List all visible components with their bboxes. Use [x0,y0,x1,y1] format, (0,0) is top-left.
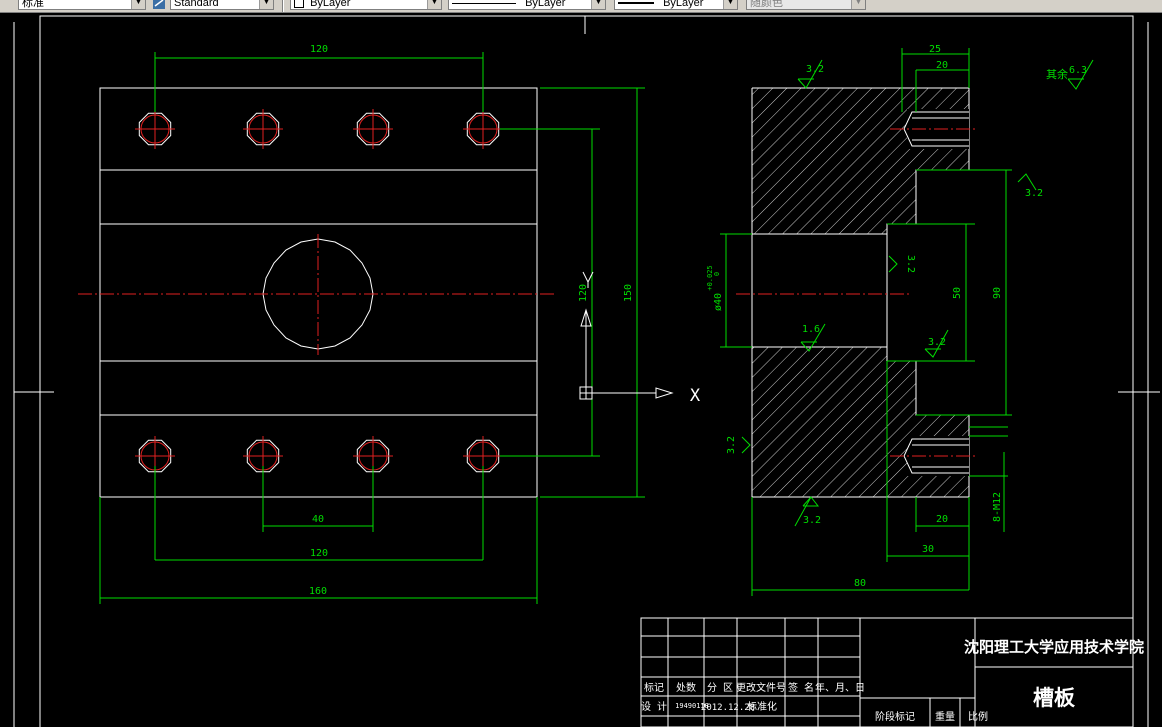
dim-centers-label: 120 [310,548,328,559]
dim-50-label: 50 [952,287,963,299]
dim-90-label: 90 [992,287,1003,299]
chevron-down-icon[interactable]: ▼ [259,0,273,9]
dim-30-label: 30 [922,544,934,555]
chevron-down-icon[interactable]: ▼ [591,0,605,9]
lineweight-sample-icon [618,2,654,5]
ucs-x-axis-label: X [690,386,701,406]
plot-style-combo[interactable]: 随颜色 ▼ [746,0,866,10]
bolt-hole [463,109,503,149]
dim-bore-label: ø40 [713,293,724,311]
dim-20-bottom-label: 20 [936,514,948,525]
dimension-style-icon[interactable] [152,0,166,10]
bolt-hole [135,109,175,149]
dim-thread-label: 8-M12 [992,492,1003,522]
scale-label: 比例 [968,710,988,723]
dimension-style-value: Standard [174,0,219,9]
roughness-rest-label: 其余 [1046,67,1068,81]
chevron-down-icon[interactable]: ▼ [723,0,737,9]
ucs-icon [579,271,674,400]
chevron-down-icon[interactable]: ▼ [851,0,865,9]
row-label: 更改文件号 [736,681,786,694]
roughness-value: 3.2 [806,64,824,75]
design-date: 2012.12.28 [701,703,755,713]
layer-color-value: ByLayer [310,0,351,9]
dim-vertical-holes-label: 120 [578,284,589,302]
chevron-down-icon[interactable]: ▼ [427,0,441,9]
front-view-outline [99,87,538,498]
bolt-hole [353,109,393,149]
stage-mark-label: 阶段标记 [875,710,915,723]
roughness-value: 3.2 [928,337,946,348]
dim-spacing-label: 40 [312,514,324,525]
side-dimension-text: 25 20 20 30 80 50 90 ø40 +0.025 0 8-M12 [706,44,1003,589]
roughness-text: 3.2 3.2 3.2 3.2 1.6 3.2 3.2 其余 6.3 [726,64,1087,526]
standardize-label: 标准化 [747,700,777,713]
lineweight-value: ByLayer [663,0,704,9]
design-label: 设 计 [641,700,667,713]
color-swatch-icon [294,0,304,9]
roughness-value: 3.2 [1025,188,1043,199]
drawing-canvas[interactable]: 120 40 120 160 120 150 X [0,12,1162,727]
roughness-value: 3.2 [726,436,737,454]
side-centerlines [736,128,975,457]
bolt-hole [243,109,283,149]
dim-bore-tol-lower: 0 [713,272,721,276]
title-block [640,617,1134,727]
linetype-combo[interactable]: ByLayer ▼ [448,0,606,10]
front-dimension-text: 120 40 120 160 120 150 [309,44,634,597]
dim-bore-tol-upper: +0.025 [706,265,714,290]
dimension-style-combo[interactable]: Standard ▼ [170,0,274,10]
roughness-value: 3.2 [905,255,916,273]
row-label: 分 区 [707,682,733,694]
toolbar-separator [282,0,284,12]
dim-20-top-label: 20 [936,60,948,71]
side-dimensions [720,48,1012,596]
layer-color-combo[interactable]: ByLayer ▼ [290,0,442,10]
side-view: 25 20 20 30 80 50 90 ø40 +0.025 0 8-M12 … [706,44,1094,596]
row-label: 年、月、日 [815,681,865,694]
plot-style-value: 随颜色 [750,0,783,9]
weight-label: 重量 [935,710,955,723]
properties-toolbar: 标准 ▼ Standard ▼ ByLayer ▼ ByLayer ▼ ByLa… [0,0,1162,13]
linetype-value: ByLayer [525,0,566,9]
dim-25-label: 25 [929,44,941,55]
roughness-rest-value: 6.3 [1069,65,1087,76]
centerlines [78,234,556,355]
bolt-holes [135,109,503,476]
row-label: 标记 [644,682,664,694]
front-dimensions [99,52,645,604]
school-name: 沈阳理工大学应用技术学院 [964,638,1144,656]
roughness-value: 1.6 [802,324,820,335]
linetype-sample-icon [452,2,516,4]
text-style-combo[interactable]: 标准 ▼ [18,0,146,10]
dim-top-label: 120 [310,44,328,55]
dim-vertical-height-label: 150 [623,284,634,302]
lineweight-combo[interactable]: ByLayer ▼ [614,0,738,10]
dim-80-label: 80 [854,578,866,589]
title-block-text: 沈阳理工大学应用技术学院 槽板 标记 处数 分 区 更改文件号 签 名 年、月、… [641,638,1144,723]
row-label: 处数 [676,681,696,694]
roughness-value: 3.2 [803,515,821,526]
text-style-value: 标准 [22,0,44,9]
part-name: 槽板 [1033,686,1076,710]
row-label: 签 名 [788,681,814,694]
drawing-frame [13,15,1160,727]
chevron-down-icon[interactable]: ▼ [131,0,145,9]
front-view: 120 40 120 160 120 150 X [78,44,701,604]
roughness-symbols [741,59,1094,527]
dim-width-label: 160 [309,586,327,597]
design-code: 19490118 [675,702,709,710]
